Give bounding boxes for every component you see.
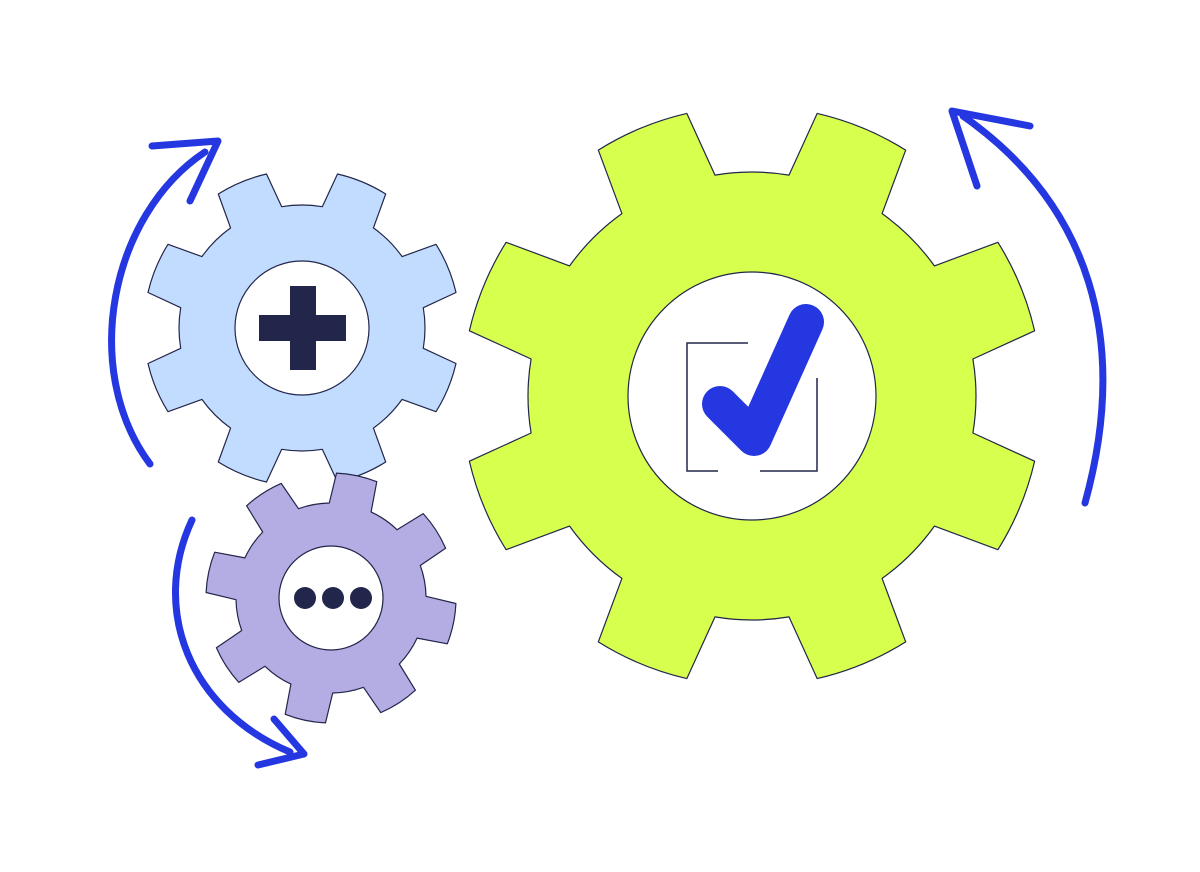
large-gear-hub (627, 271, 877, 521)
ellipsis-icon (294, 587, 372, 609)
checkbox-check-icon (686, 304, 824, 472)
large-gear (468, 112, 1036, 680)
plus-icon (259, 286, 346, 370)
purple-gear (205, 472, 457, 724)
rotation-arrow-right (948, 107, 1107, 507)
blue-gear (147, 173, 457, 483)
rotation-arrow-left-upper (108, 137, 222, 468)
rotation-arrow-left-lower (172, 516, 308, 769)
